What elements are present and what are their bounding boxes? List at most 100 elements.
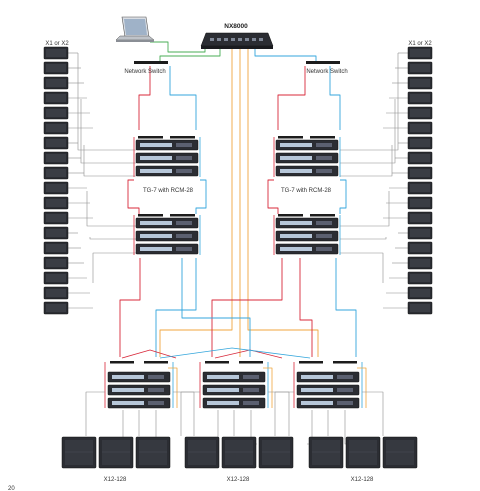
speaker-cabinet-icon [43, 151, 69, 165]
amplifier-controls [148, 388, 164, 392]
speaker-cable [274, 391, 294, 436]
subwoofer-icon [382, 436, 418, 469]
amplifier-display [112, 388, 144, 392]
amplifier-display [280, 221, 312, 225]
network-switch-icon [278, 214, 303, 217]
amplifier-controls [176, 156, 192, 160]
speaker-cabinet-icon [407, 91, 433, 105]
tg-rack-upper-left [135, 139, 199, 177]
nx-to-switch-cable [159, 46, 221, 63]
subwoofer-icon [184, 436, 220, 469]
page-number: 20 [8, 486, 15, 491]
network-cable [138, 66, 151, 130]
network-cable [159, 347, 311, 359]
speakers-left-label: X1 or X2 [45, 41, 69, 47]
speaker-cabinet-icon [407, 121, 433, 135]
devices [43, 16, 433, 469]
speaker-cable [80, 99, 136, 164]
speaker-cabinet-icon [43, 166, 69, 180]
tg-rack-right-label: TG-7 with RCM-28 [281, 188, 332, 194]
amplifier-display [140, 169, 172, 173]
amplifier-controls [148, 375, 164, 379]
speaker-cabinet-icon [407, 181, 433, 195]
network-switch-icon [134, 61, 168, 64]
subwoofer-icon [258, 436, 294, 469]
amplifier-controls [316, 156, 332, 160]
tg-rack-left-label: TG-7 with RCM-28 [143, 188, 194, 194]
speaker-cable [180, 391, 200, 436]
network-cable [169, 66, 197, 130]
speaker-cable [77, 53, 136, 151]
network-switch-icon [278, 136, 303, 139]
network-switch-right-label: Network Switch [306, 69, 347, 75]
network-switch-icon [306, 61, 340, 64]
speaker-cabinet-icon [43, 181, 69, 195]
network-switch-icon [144, 361, 168, 364]
x12-left-label: X12-128 [104, 477, 127, 483]
x12-rack-right [296, 371, 360, 409]
speaker-cabinet-icon [43, 76, 69, 90]
speaker-cable [86, 191, 136, 227]
speaker-cable [340, 99, 396, 164]
speaker-cabinet-icon [43, 61, 69, 75]
wiring [68, 40, 408, 445]
network-cable [214, 349, 283, 359]
amplifier-display [112, 375, 144, 379]
nx8000-unit-icon [200, 32, 274, 49]
amplifier-controls [176, 247, 192, 251]
network-cable [211, 258, 283, 357]
network-switch-icon [205, 361, 229, 364]
amplifier-display [207, 388, 239, 392]
speaker-cabinet-icon [407, 226, 433, 240]
amplifier-controls [176, 169, 192, 173]
avb-cable [159, 46, 233, 357]
speaker-cable [340, 237, 387, 240]
avb-cable [357, 367, 367, 408]
network-cable [299, 258, 313, 357]
amplifier-controls [176, 234, 192, 238]
network-cable [127, 179, 140, 214]
amplifier-controls [316, 169, 332, 173]
speaker-cable [340, 252, 384, 283]
network-switch-icon [170, 136, 195, 139]
speaker-cabinet-icon [407, 211, 433, 225]
network-switch-icon [170, 214, 195, 217]
network-cable [181, 258, 251, 357]
avb-cable [247, 46, 319, 357]
amplifier-display [301, 375, 333, 379]
speaker-cable [92, 252, 136, 283]
amplifier-display [112, 401, 144, 405]
amplifier-display [280, 143, 312, 147]
speaker-cabinet-icon [43, 46, 69, 60]
speaker-cabinet-icon [43, 106, 69, 120]
amplifier-controls [243, 401, 259, 405]
speaker-cable [340, 191, 390, 227]
speaker-cabinet-icon [43, 91, 69, 105]
amplifier-controls [316, 234, 332, 238]
network-cable [267, 179, 279, 214]
network-cable [339, 179, 347, 214]
x12-rack-left [107, 371, 171, 409]
network-cable [195, 179, 207, 214]
speaker-cabinet-icon [43, 241, 69, 255]
speaker-cabinet-icon [407, 61, 433, 75]
amplifier-controls [316, 221, 332, 225]
speaker-cabinet-icon [407, 151, 433, 165]
speaker-cabinet-icon [407, 136, 433, 150]
network-switch-icon [239, 361, 263, 364]
speaker-cabinet-icon [407, 106, 433, 120]
speakers-right-label: X1 or X2 [408, 41, 432, 47]
amplifier-controls [337, 401, 353, 405]
amplifier-controls [176, 143, 192, 147]
speaker-cabinet-icon [407, 241, 433, 255]
amplifier-display [301, 401, 333, 405]
amplifier-controls [337, 375, 353, 379]
speaker-cabinet-icon [43, 136, 69, 150]
amplifier-display [140, 143, 172, 147]
speaker-cabinet-icon [43, 196, 69, 210]
amplifier-display [140, 247, 172, 251]
speaker-cabinet-icon [43, 256, 69, 270]
subwoofer-icon [98, 436, 134, 469]
network-switch-icon [138, 214, 163, 217]
